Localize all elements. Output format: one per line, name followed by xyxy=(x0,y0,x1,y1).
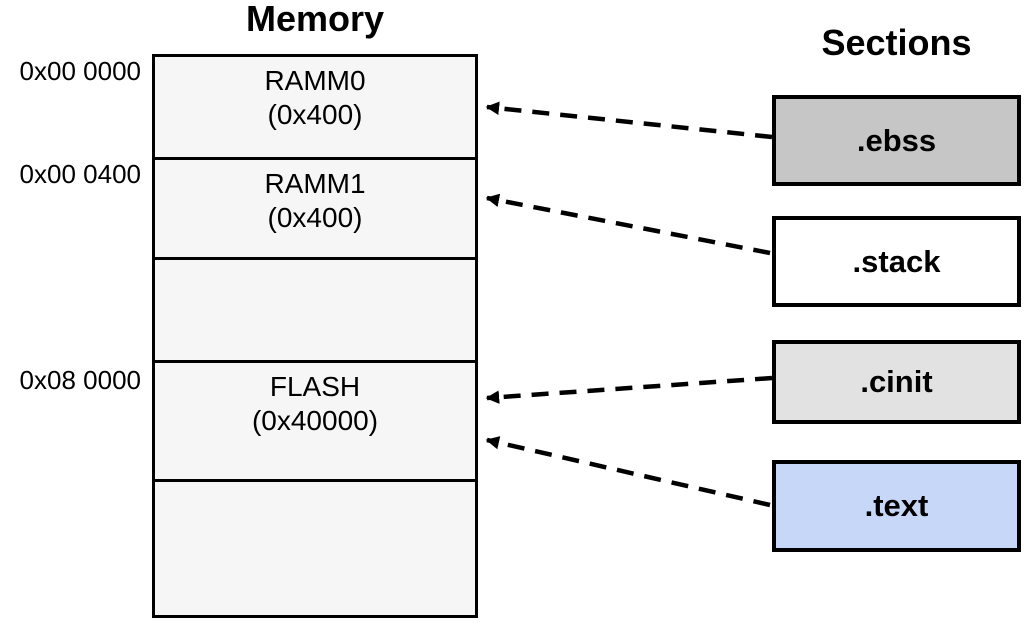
memory-block-empty-upper xyxy=(155,257,475,360)
address-label-0x080000: 0x08 0000 xyxy=(19,365,141,395)
memory-block-empty-lower xyxy=(155,479,475,615)
section-box-ebss: .ebss xyxy=(772,95,1021,186)
arrow-stack-to-ramm1 xyxy=(485,193,771,256)
sections-column-title: Sections xyxy=(821,22,972,63)
arrow-text-to-flash xyxy=(485,436,771,508)
memory-map-column: RAMM0 (0x400) RAMM1 (0x400) FLASH (0x400… xyxy=(152,54,478,618)
memory-block-name: FLASH xyxy=(269,371,361,402)
address-label-0x000400: 0x00 0400 xyxy=(19,159,141,189)
section-box-cinit: .cinit xyxy=(772,340,1021,424)
section-label-stack: .stack xyxy=(852,243,941,279)
arrow-ebss-to-ramm0 xyxy=(485,101,773,140)
arrow-cinit-to-flash xyxy=(485,375,773,404)
memory-block-flash: FLASH (0x40000) xyxy=(155,360,475,479)
memory-block-ramm1: RAMM1 (0x400) xyxy=(155,157,475,257)
memory-block-name: RAMM1 xyxy=(264,168,366,199)
memory-block-size: (0x40000) xyxy=(251,405,379,436)
section-box-stack: .stack xyxy=(772,216,1021,307)
memory-block-size: (0x400) xyxy=(267,202,363,233)
address-label-0x000000: 0x00 0000 xyxy=(19,56,141,86)
memory-block-ramm0: RAMM0 (0x400) xyxy=(155,57,475,157)
section-label-cinit: .cinit xyxy=(860,364,933,399)
section-label-text: .text xyxy=(864,488,929,523)
section-label-ebss: .ebss xyxy=(856,122,937,158)
memory-block-size: (0x400) xyxy=(267,99,363,130)
memory-block-name: RAMM0 xyxy=(264,65,366,96)
memory-column-title: Memory xyxy=(245,0,385,39)
section-box-text: .text xyxy=(772,460,1021,552)
